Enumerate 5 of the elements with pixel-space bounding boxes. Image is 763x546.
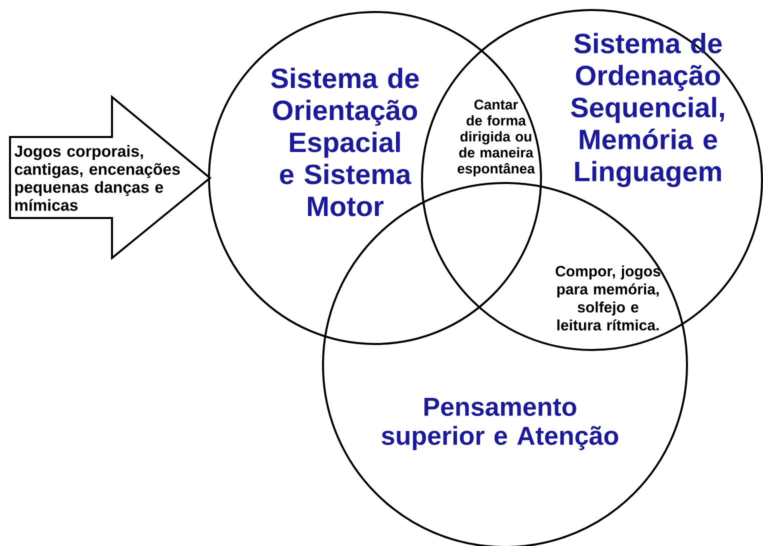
circle-title: Pensamento superior e Atenção <box>382 398 618 450</box>
overlap-label: Compor, jogos para memória, solfejo e leitura rítmica. <box>556 265 660 330</box>
circle-title: Sistema de Ordenação Sequencial, Memória e Linguagem <box>571 32 724 188</box>
circle-title: Sistema de Orientação Espacial e Sistema Motor <box>271 68 419 216</box>
overlap-label: Cantar de forma dirigida ou de maneira espontânea <box>458 100 535 176</box>
